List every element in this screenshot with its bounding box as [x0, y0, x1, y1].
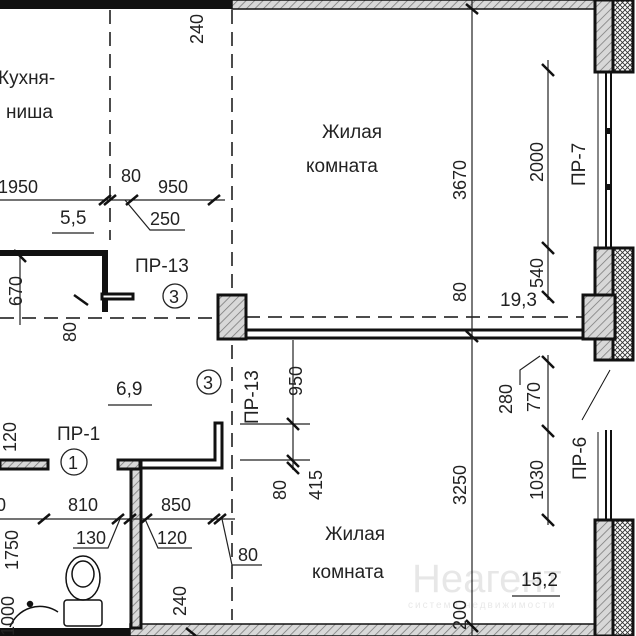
window-pr7-label: ПР-7 — [569, 143, 590, 186]
dim-1030: 1030 — [527, 460, 547, 500]
dim-0: 0 — [0, 495, 6, 515]
living-bottom-label-line1: Жилая — [325, 524, 385, 545]
dimension-lines — [0, 0, 555, 636]
dim-1000: 1000 — [0, 596, 18, 636]
dim-3670: 3670 — [450, 160, 470, 200]
partitions — [0, 250, 585, 630]
dim-240-top: 240 — [187, 14, 207, 44]
dim-120: 120 — [0, 422, 20, 452]
kitchen-label-line2: ниша — [6, 102, 53, 123]
living-top-label-line2: комната — [306, 156, 378, 177]
watermark-brand: Неагент — [412, 557, 562, 601]
dim-240-bottom: 240 — [170, 586, 190, 616]
window-pr6-label: ПР-6 — [570, 437, 591, 480]
dim-850: 850 — [161, 495, 191, 515]
opening-pr13-side-marker: 3 — [203, 373, 213, 393]
kitchen-label-line1: Кухня- — [0, 68, 55, 89]
dim-810: 810 — [68, 495, 98, 515]
living-top-label-line1: Жилая — [322, 122, 382, 143]
opening-pr1-label: ПР-1 — [57, 424, 100, 445]
column-left — [216, 293, 248, 341]
sink-icon — [9, 600, 59, 628]
dimension-labels: 240 1950 80 950 250 670 80 3670 2000 80 … — [0, 14, 547, 636]
watermark: Неагент система недвижимости — [408, 557, 562, 611]
dim-80-e: 80 — [238, 545, 258, 565]
living-bottom-area: 15,2 — [521, 570, 558, 591]
dim-280: 280 — [496, 384, 516, 414]
hall-area: 6,9 — [116, 379, 142, 400]
opening-pr13-side-label: ПР-13 — [242, 370, 263, 424]
living-top-area: 19,3 — [500, 290, 537, 311]
dim-670: 670 — [6, 276, 26, 306]
dim-540: 540 — [527, 258, 547, 288]
opening-pr1-marker: 1 — [68, 453, 78, 473]
dim-1750: 1750 — [2, 530, 22, 570]
dim-80-d: 80 — [270, 480, 290, 500]
dim-770: 770 — [524, 382, 544, 412]
dim-80-c: 80 — [450, 282, 470, 302]
opening-pr13-marker: 3 — [169, 287, 179, 307]
window-pr7 — [597, 72, 612, 248]
axis-lines — [0, 10, 583, 620]
dim-2000: 2000 — [527, 142, 547, 182]
dim-950-b: 950 — [286, 366, 306, 396]
kitchen-area: 5,5 — [60, 208, 86, 229]
dim-120-b: 120 — [157, 528, 187, 548]
dim-130: 130 — [76, 528, 106, 548]
watermark-tagline: система недвижимости — [408, 600, 556, 611]
dim-415: 415 — [306, 470, 326, 500]
toilet-icon — [63, 555, 103, 627]
dim-200: 200 — [450, 600, 470, 630]
column-right — [581, 293, 617, 341]
dim-80-b: 80 — [60, 322, 80, 342]
dim-250: 250 — [150, 209, 180, 229]
dim-950: 950 — [158, 177, 188, 197]
living-bottom-label-line2: комната — [312, 562, 384, 583]
dim-1950: 1950 — [0, 177, 38, 197]
window-pr6 — [581, 369, 612, 520]
opening-pr13-label: ПР-13 — [135, 256, 189, 277]
dim-3250: 3250 — [450, 465, 470, 505]
dim-80: 80 — [121, 166, 141, 186]
